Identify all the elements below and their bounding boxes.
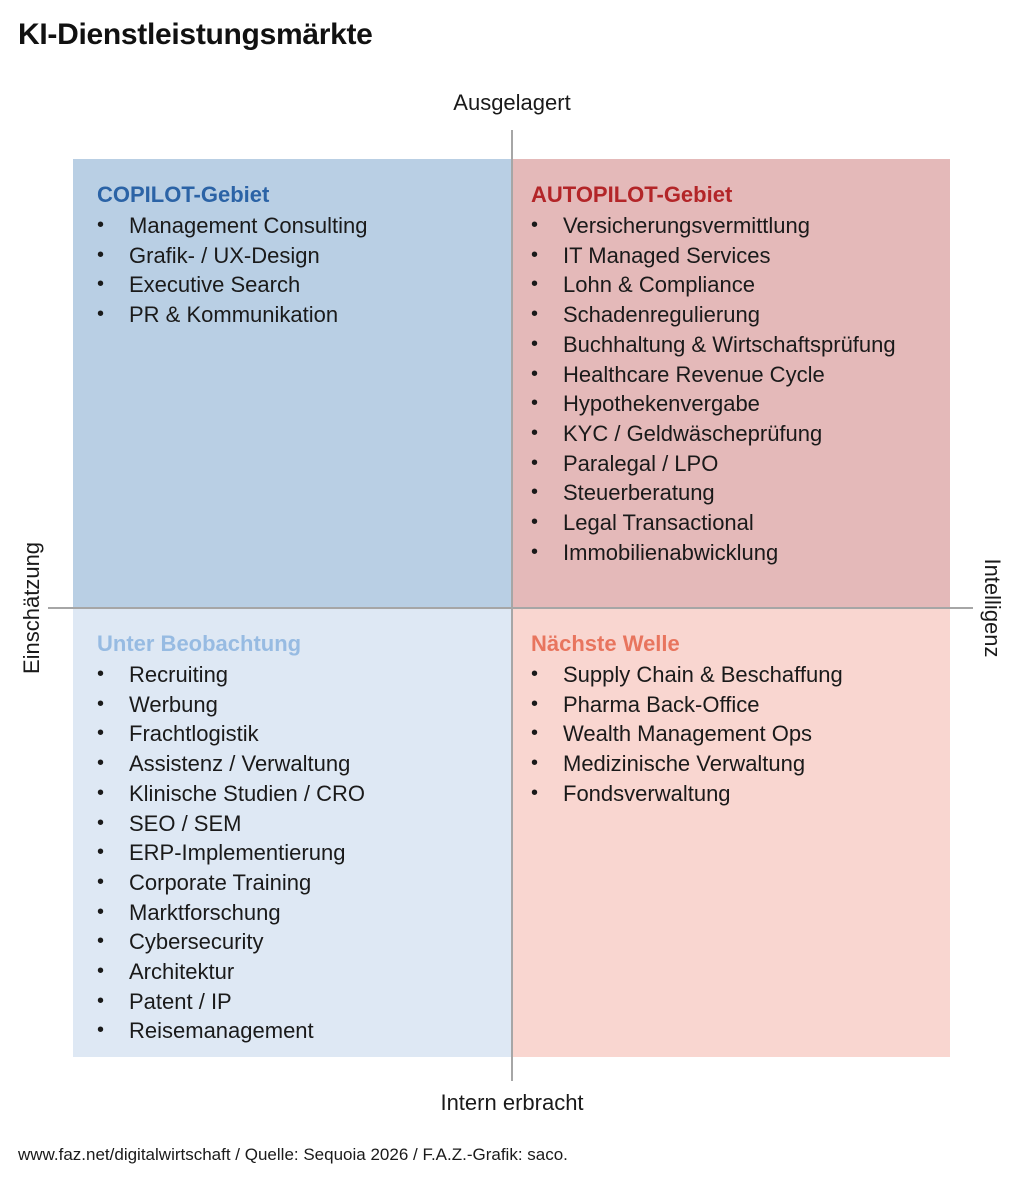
list-item: IT Managed Services xyxy=(531,241,950,271)
list-item: Hypothekenvergabe xyxy=(531,389,950,419)
list-item: SEO / SEM xyxy=(97,809,512,839)
list-item: Legal Transactional xyxy=(531,508,950,538)
quadrant-copilot: COPILOT-Gebiet Management ConsultingGraf… xyxy=(73,159,512,608)
vertical-axis-line xyxy=(511,130,513,1081)
list-item: Buchhaltung & Wirtschaftsprüfung xyxy=(531,330,950,360)
list-item: Frachtlogistik xyxy=(97,719,512,749)
list-item: KYC / Geldwäscheprüfung xyxy=(531,419,950,449)
list-item: Architektur xyxy=(97,957,512,987)
quadrant-heading: COPILOT-Gebiet xyxy=(97,182,270,207)
list-item: PR & Kommunikation xyxy=(97,300,512,330)
list-item: Executive Search xyxy=(97,270,512,300)
list-item: Assistenz / Verwaltung xyxy=(97,749,512,779)
list-item: Supply Chain & Beschaffung xyxy=(531,660,950,690)
list-item: Fondsverwaltung xyxy=(531,779,950,809)
quadrant-autopilot: AUTOPILOT-Gebiet Versicherungsvermittlun… xyxy=(512,159,950,608)
list-item: Recruiting xyxy=(97,660,512,690)
axis-label-bottom: Intern erbracht xyxy=(440,1090,584,1115)
quadrant-heading: AUTOPILOT-Gebiet xyxy=(531,182,733,207)
list-item: Lohn & Compliance xyxy=(531,270,950,300)
list-item: Werbung xyxy=(97,690,512,720)
list-item: Wealth Management Ops xyxy=(531,719,950,749)
list-item: Grafik- / UX-Design xyxy=(97,241,512,271)
horizontal-axis-line xyxy=(48,607,973,609)
quadrant-watch: Unter Beobachtung RecruitingWerbungFrach… xyxy=(73,608,512,1057)
list-item: Corporate Training xyxy=(97,868,512,898)
list-item: Pharma Back-Office xyxy=(531,690,950,720)
quadrant-next: Nächste Welle Supply Chain & Beschaffung… xyxy=(512,608,950,1057)
list-item: Immobilienabwicklung xyxy=(531,538,950,568)
list-item: Steuerberatung xyxy=(531,478,950,508)
list-item: Management Consulting xyxy=(97,211,512,241)
page-title: KI-Dienstleistungsmärkte xyxy=(18,18,373,51)
quadrant-list: VersicherungsvermittlungIT Managed Servi… xyxy=(531,211,950,567)
list-item: Paralegal / LPO xyxy=(531,449,950,479)
quadrant-heading: Unter Beobachtung xyxy=(97,631,302,656)
list-item: Healthcare Revenue Cycle xyxy=(531,360,950,390)
quadrant-list: Supply Chain & BeschaffungPharma Back-Of… xyxy=(531,660,950,809)
list-item: Marktforschung xyxy=(97,898,512,928)
axis-label-right: Intelligenz xyxy=(980,558,1005,658)
list-item: Klinische Studien / CRO xyxy=(97,779,512,809)
list-item: Medizinische Verwaltung xyxy=(531,749,950,779)
quadrant-list: Management ConsultingGrafik- / UX-Design… xyxy=(97,211,512,330)
source-credit: www.faz.net/digitalwirtschaft / Quelle: … xyxy=(18,1145,568,1164)
axis-label-left: Einschätzung xyxy=(19,541,44,675)
list-item: Schadenregulierung xyxy=(531,300,950,330)
quadrant-heading: Nächste Welle xyxy=(531,631,680,656)
quadrant-list: RecruitingWerbungFrachtlogistikAssistenz… xyxy=(97,660,512,1046)
list-item: Reisemanagement xyxy=(97,1016,512,1046)
list-item: Versicherungsvermittlung xyxy=(531,211,950,241)
list-item: Cybersecurity xyxy=(97,927,512,957)
axis-label-top: Ausgelagert xyxy=(453,90,571,115)
list-item: Patent / IP xyxy=(97,987,512,1017)
list-item: ERP-Implementierung xyxy=(97,838,512,868)
